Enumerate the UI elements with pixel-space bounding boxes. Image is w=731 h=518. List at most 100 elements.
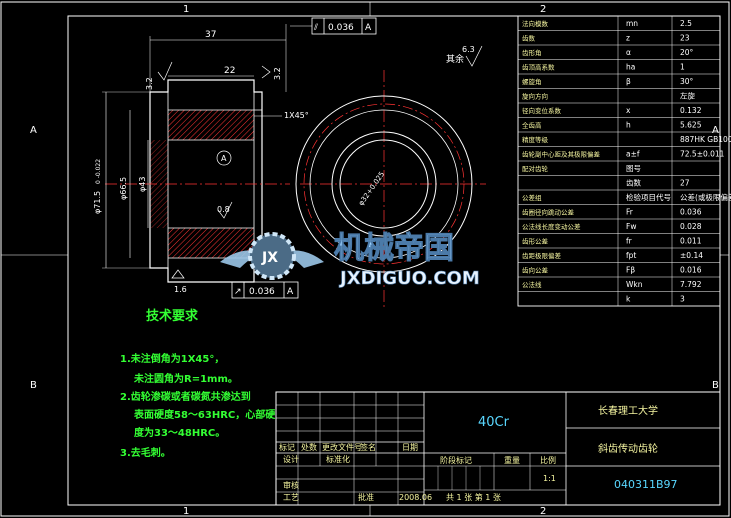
hdr-mark: 标记 — [279, 442, 295, 452]
school-name: 长春理工大学 — [598, 404, 658, 417]
requirement-line-5: 度为33～48HRC。 — [134, 426, 225, 439]
param-symbol-0: mn — [626, 19, 638, 28]
tol-frame-bottom — [231, 281, 299, 299]
param-value-18: 7.792 — [680, 280, 702, 289]
hdr-review: 审核 — [283, 480, 299, 490]
material-label: 40Cr — [478, 415, 510, 430]
datum-a-circle — [216, 150, 232, 166]
drawing-number: 040311B97 — [614, 478, 678, 491]
param-name-7: 全齿高 — [522, 121, 542, 130]
param-value-13: 0.036 — [680, 208, 702, 217]
hdr-stage: 阶段标记 — [440, 455, 472, 465]
param-symbol-11: 齿数 — [626, 178, 641, 188]
gear-tip-circle — [295, 95, 473, 273]
hub-hatch-left — [150, 140, 168, 228]
watermark-logo: JX 机械帝国 JXDIGUO.COM — [220, 231, 480, 289]
dim-dia-665: φ66.5 — [119, 177, 128, 200]
rough-right: 3.2 — [273, 67, 282, 80]
param-name-16: 齿距极限偏差 — [522, 251, 562, 260]
technical-requirements: 技术要求 1.未注倒角为1X45°， 未注圆角为R=1mm。 2.齿轮渗碳或者碳… — [120, 308, 276, 459]
hub-hatch-top — [168, 110, 254, 140]
scale-value: 1:1 — [543, 474, 556, 483]
tol-top-datum: A — [365, 23, 372, 33]
hdr-date: 日期 — [402, 443, 418, 452]
zone-bottom-1: 1 — [183, 506, 189, 517]
gear-pitch-circle — [303, 103, 465, 265]
tol-bottom-datum: A — [287, 287, 294, 297]
gear-emblem — [248, 232, 296, 280]
zone-left-b: B — [30, 380, 37, 391]
zone-top-2: 2 — [540, 4, 546, 15]
param-value-3: 1 — [680, 63, 685, 72]
param-name-1: 齿数 — [522, 34, 536, 43]
hdr-file: 更改文件号 — [322, 442, 362, 452]
param-value-12: 公差(或极限偏差)值 — [680, 192, 731, 202]
rough-left: 3.2 — [145, 77, 154, 90]
tol-top-symbol: ⫽ — [313, 23, 318, 33]
param-value-9: 72.5±0.011 — [680, 150, 725, 159]
dim-dia-43: φ43 — [138, 177, 147, 192]
param-symbol-7: h — [626, 121, 631, 130]
param-symbol-1: z — [626, 34, 630, 43]
inner-dia-label: φ32+0.025 — [357, 170, 386, 207]
tol-top-value: 0.036 — [328, 23, 354, 33]
param-value-11: 27 — [680, 179, 690, 188]
param-name-15: 齿形公差 — [522, 237, 549, 246]
hdr-scale: 比例 — [540, 455, 556, 465]
title-block: 40Cr 长春理工大学 斜齿传动齿轮 040311B97 标记 处数 更改文件号… — [275, 391, 721, 506]
tol-bottom-value: 0.036 — [249, 287, 275, 297]
param-name-6: 径向变位系数 — [522, 106, 562, 115]
rough-else-label: 其余 — [446, 53, 464, 65]
param-value-4: 30° — [680, 77, 694, 86]
dim-dia-outer: φ71.5 — [93, 191, 102, 214]
rough-mid: 0.8 — [217, 205, 230, 214]
zone-left-a: A — [30, 125, 37, 136]
hdr-sign: 签名 — [360, 442, 376, 452]
param-value-2: 20° — [680, 48, 694, 57]
param-name-2: 齿形角 — [522, 48, 542, 57]
param-name-3: 齿顶高系数 — [522, 63, 555, 72]
requirement-line-4: 表面硬度58～63HRC，心部硬 — [133, 408, 276, 421]
param-symbol-2: α — [626, 48, 631, 57]
param-name-12: 公差组 — [522, 193, 542, 202]
emblem-text: JX — [261, 250, 278, 266]
param-symbol-18: Wkn — [626, 280, 643, 289]
bore-circle — [339, 139, 429, 229]
hub-circle — [331, 131, 437, 237]
param-value-15: 0.011 — [680, 237, 702, 246]
param-value-14: 0.028 — [680, 222, 702, 231]
param-symbol-17: Fβ — [626, 266, 635, 275]
param-symbol-14: Fw — [626, 222, 636, 231]
requirement-line-3: 2.齿轮渗碳或者碳氮共渗达到 — [120, 390, 251, 403]
param-value-6: 0.132 — [680, 106, 702, 115]
param-value-1: 23 — [680, 34, 690, 43]
dim-dia-outer-tol: 0 -0.022 — [95, 159, 102, 184]
param-symbol-19: k — [626, 295, 631, 304]
hdr-design: 设计 — [283, 454, 299, 464]
param-value-16: ±0.14 — [680, 251, 703, 260]
param-name-5: 旋向方向 — [522, 92, 548, 101]
param-name-13: 齿圈径向跳动公差 — [522, 208, 575, 217]
param-name-14: 公法线长度变动公差 — [522, 222, 581, 231]
param-value-17: 0.016 — [680, 266, 702, 275]
hdr-process: 工艺 — [283, 493, 299, 502]
param-name-9: 齿轮副中心距及其极限偏差 — [522, 150, 601, 159]
param-value-7: 5.625 — [680, 121, 702, 130]
tol-bottom-symbol: ↗ — [234, 287, 242, 297]
param-name-8: 精度等级 — [522, 135, 549, 144]
param-value-19: 3 — [680, 295, 685, 304]
param-value-5: 左旋 — [680, 91, 695, 101]
requirement-line-2: 未注圆角为R=1mm。 — [133, 372, 238, 385]
param-name-18: 公法线 — [522, 280, 542, 289]
hdr-approve: 批准 — [358, 492, 374, 502]
gear-root-circle — [309, 109, 459, 259]
param-name-4: 螺旋角 — [522, 77, 542, 86]
requirement-line-1: 1.未注倒角为1X45°， — [120, 352, 224, 365]
param-name-0: 法向模数 — [522, 19, 549, 28]
param-symbol-16: fpt — [626, 251, 636, 260]
zone-bottom-2: 2 — [540, 506, 546, 517]
param-symbol-15: fr — [626, 237, 633, 246]
